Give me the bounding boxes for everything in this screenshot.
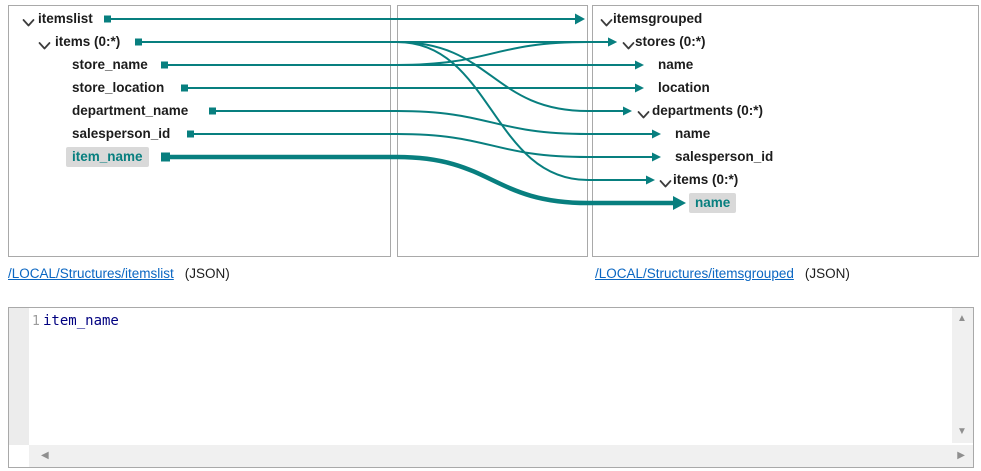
expression-editor[interactable]: 1 item_name ▲ ▼ ◀ ▶ xyxy=(8,307,974,468)
editor-line-number: 1 xyxy=(32,314,40,329)
mapping-line-items-to-departments[interactable] xyxy=(135,41,625,112)
target-structure-link[interactable]: /LOCAL/Structures/itemsgrouped xyxy=(595,266,794,281)
chevron-down-icon[interactable] xyxy=(38,37,51,50)
mapping-line-items-to-items[interactable] xyxy=(135,41,648,181)
mapping-arrowhead xyxy=(652,152,661,162)
editor-code-line[interactable]: item_name xyxy=(43,313,119,329)
source-structure-link[interactable]: /LOCAL/Structures/itemslist xyxy=(8,266,174,281)
editor-vertical-scrollbar[interactable]: ▲ ▼ xyxy=(952,308,973,443)
target-tree-panel xyxy=(592,5,979,257)
source-node-items-0[interactable]: items (0:*) xyxy=(55,34,121,49)
mapping-arrowhead xyxy=(646,175,655,185)
mapping-arrowhead xyxy=(673,196,686,210)
editor-gutter xyxy=(9,308,29,445)
mapping-lines-layer xyxy=(104,13,686,210)
scroll-right-icon[interactable]: ▶ xyxy=(957,450,965,461)
mapping-area: itemslist items (0:*) store_name store_loca… xyxy=(8,5,979,257)
source-node-itemslist[interactable]: itemslist xyxy=(38,11,93,26)
source-node-store-location[interactable]: store_location xyxy=(72,80,165,95)
source-node-salesperson-id[interactable]: salesperson_id xyxy=(72,126,171,141)
scroll-up-icon[interactable]: ▲ xyxy=(957,313,967,324)
mapping-arrowhead xyxy=(623,106,632,116)
mapping-arrowhead xyxy=(652,129,661,139)
mapping-arrowhead xyxy=(608,37,617,47)
chevron-down-icon[interactable] xyxy=(622,37,635,50)
target-structure-link-group: /LOCAL/Structures/itemsgrouped (JSON) xyxy=(595,266,850,286)
source-format-label: (JSON) xyxy=(184,266,230,281)
scroll-down-icon[interactable]: ▼ xyxy=(957,426,967,437)
editor-horizontal-scrollbar[interactable]: ◀ ▶ xyxy=(29,445,973,467)
mapping-arrowhead xyxy=(575,13,585,25)
mapping-arrowhead xyxy=(635,60,644,70)
target-node-items-0[interactable]: items (0:*) xyxy=(673,172,739,187)
source-node-item-name[interactable]: item_name xyxy=(66,147,149,167)
mapping-lines-panel xyxy=(397,5,588,257)
mapping-line-department-name-to-name[interactable] xyxy=(209,110,654,135)
source-tree-panel xyxy=(8,5,391,257)
chevron-down-icon[interactable] xyxy=(600,14,613,27)
source-structure-link-group: /LOCAL/Structures/itemslist (JSON) xyxy=(8,266,230,286)
source-node-department-name[interactable]: department_name xyxy=(72,103,189,118)
mapping-line-item-name-to-name[interactable] xyxy=(161,154,675,206)
target-format-label: (JSON) xyxy=(804,266,850,281)
target-node-salesperson-id[interactable]: salesperson_id xyxy=(675,149,774,164)
chevron-down-icon[interactable] xyxy=(637,106,650,119)
chevron-down-icon[interactable] xyxy=(22,14,35,27)
chevron-down-icon[interactable] xyxy=(659,175,672,188)
scroll-left-icon[interactable]: ◀ xyxy=(41,450,49,461)
target-node-name[interactable]: name xyxy=(675,126,711,141)
source-node-store-name[interactable]: store_name xyxy=(72,57,148,72)
target-node-departments-0[interactable]: departments (0:*) xyxy=(652,103,764,118)
target-node-stores-0[interactable]: stores (0:*) xyxy=(635,34,706,49)
mapping-arrowhead xyxy=(635,83,644,93)
target-node-itemsgrouped[interactable]: itemsgrouped xyxy=(613,11,703,26)
mapping-line-salesperson-id-to-salesperson-id[interactable] xyxy=(187,133,654,158)
target-node-name[interactable]: name xyxy=(658,57,694,72)
target-node-location[interactable]: location xyxy=(658,80,710,95)
target-node-name[interactable]: name xyxy=(689,193,737,213)
